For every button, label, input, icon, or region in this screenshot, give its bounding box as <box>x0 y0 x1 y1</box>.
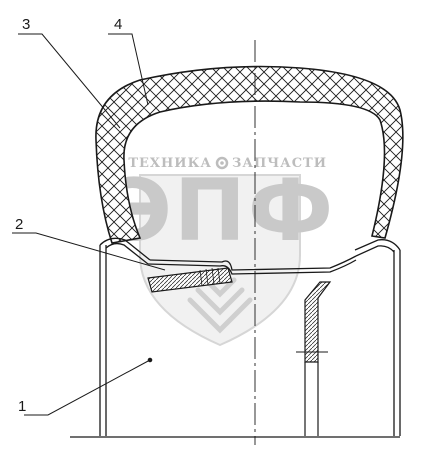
bead-plate-left-inner <box>105 242 149 265</box>
leader-2 <box>12 232 166 271</box>
fitting-body <box>147 267 233 293</box>
leader-1 <box>24 359 151 416</box>
right-wall-hatch <box>304 281 332 363</box>
right-wall-section <box>296 281 332 436</box>
fitting <box>147 267 233 293</box>
watermark: ЭПФ ТЕХНИКА ЗАПЧАСТИ <box>109 156 335 347</box>
callout-2: 2 <box>15 216 23 233</box>
callout-4: 4 <box>114 16 122 33</box>
callout-1: 1 <box>18 398 26 415</box>
leader-1-dot <box>147 357 153 363</box>
gear-icon <box>215 156 229 170</box>
watermark-brand: ЭПФ <box>109 161 335 261</box>
watermark-shield <box>139 174 301 347</box>
leader-3 <box>18 33 121 129</box>
fitting-thread <box>199 267 221 287</box>
piston-support <box>99 237 401 436</box>
bead-plate-left <box>99 237 151 261</box>
piston-top-inner <box>147 259 357 275</box>
leaders <box>12 33 166 416</box>
watermark-caption-left: ТЕХНИКА <box>128 156 212 171</box>
bellows <box>95 65 404 244</box>
bead-plate-right <box>354 239 401 251</box>
bellows-section <box>95 65 404 244</box>
bead-plate-right-inner <box>355 245 395 257</box>
piston-top <box>149 255 357 271</box>
callout-3: 3 <box>22 16 30 33</box>
watermark-caption-right: ЗАПЧАСТИ <box>232 156 327 171</box>
leader-4 <box>108 33 149 106</box>
